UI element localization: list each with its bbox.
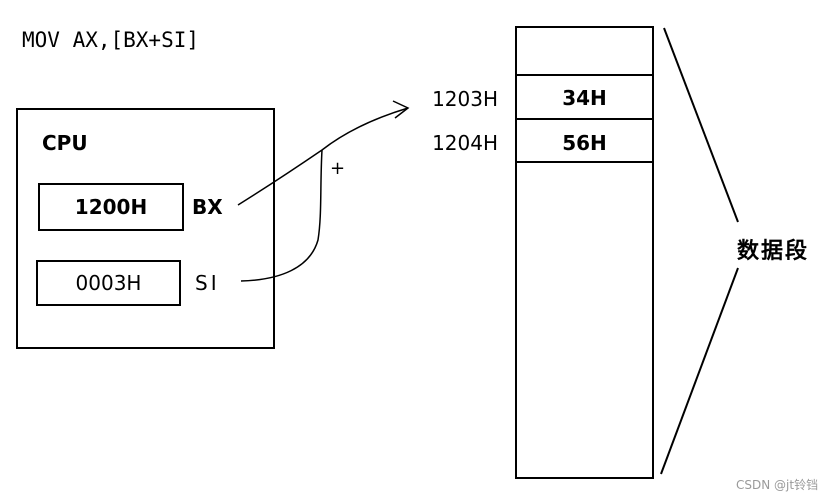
memory-cell-value-1203: 34H bbox=[562, 86, 607, 110]
memory-cell-divider bbox=[515, 118, 654, 120]
segment-bracket-top-line bbox=[663, 27, 739, 223]
cpu-label: CPU bbox=[42, 131, 88, 155]
memory-address-1204: 1204H bbox=[432, 131, 498, 155]
memory-address-1203: 1203H bbox=[432, 87, 498, 111]
memory-cell-divider bbox=[515, 161, 654, 163]
segment-bracket-bottom-line bbox=[660, 267, 739, 475]
bx-register-name: BX bbox=[192, 195, 223, 219]
si-register-box: 0003H bbox=[36, 260, 181, 306]
instruction-text: MOV AX,[BX+SI] bbox=[22, 28, 200, 52]
bx-to-address-arrow-path bbox=[237, 107, 409, 206]
bx-register-box: 1200H bbox=[38, 183, 184, 231]
si-register-value: 0003H bbox=[75, 271, 142, 295]
si-to-sum-path bbox=[240, 149, 323, 282]
bx-register-value: 1200H bbox=[74, 195, 148, 219]
memory-segment bbox=[515, 26, 654, 479]
memory-cell-divider bbox=[515, 74, 654, 76]
cpu-box bbox=[16, 108, 275, 349]
watermark: CSDN @jt铃铛 bbox=[736, 478, 819, 492]
data-segment-label: 数据段 bbox=[737, 239, 810, 264]
plus-operator: + bbox=[330, 158, 346, 179]
memory-cell-value-1204: 56H bbox=[562, 131, 607, 155]
arrow-head-icon bbox=[392, 100, 410, 119]
si-register-name: SI bbox=[195, 271, 220, 295]
